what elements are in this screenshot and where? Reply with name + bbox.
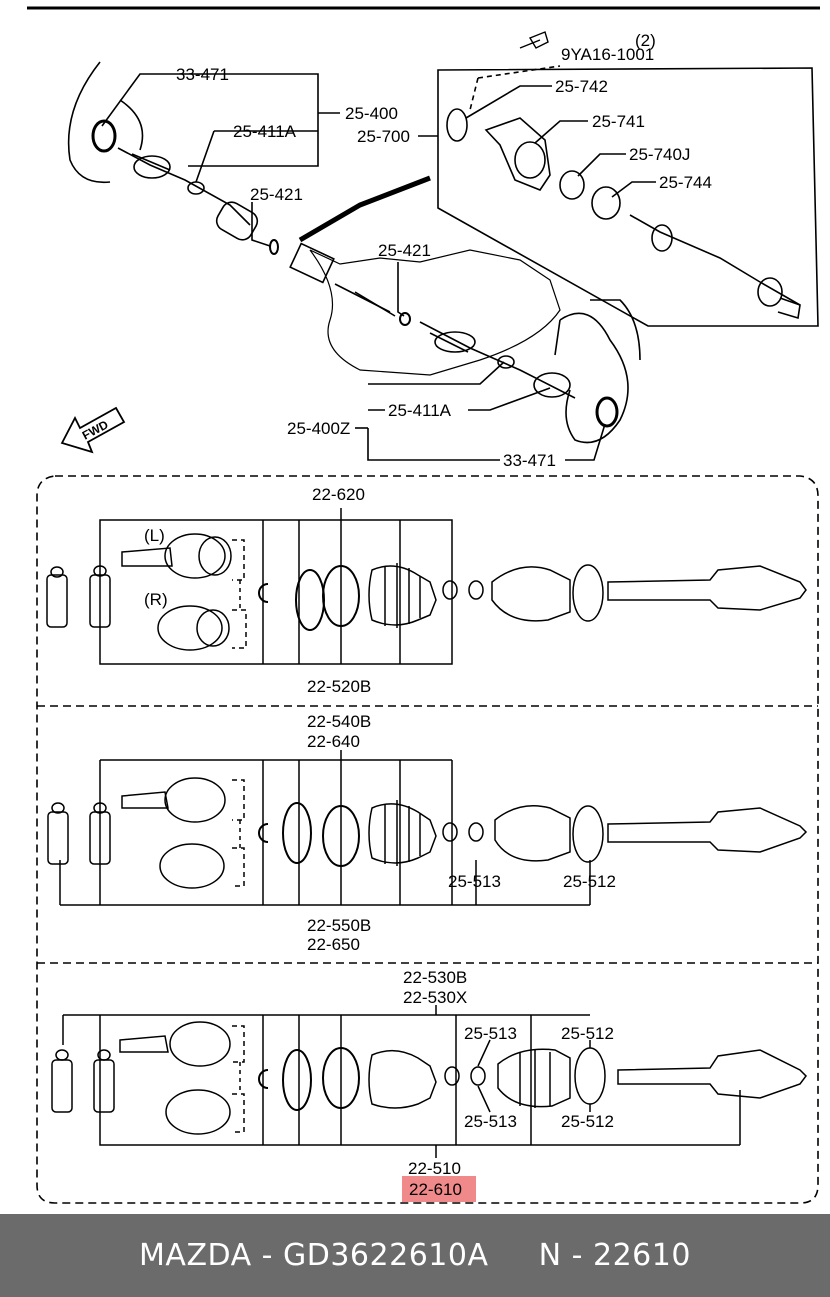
transaxle-outline: [309, 249, 561, 376]
highlight-box: [402, 1176, 476, 1202]
fwd-arrow-icon: [60, 406, 126, 454]
bearing-bracket: [289, 242, 335, 284]
top-assembly: [60, 31, 819, 461]
footer-brand: MAZDA: [139, 1238, 252, 1273]
label-22-610: 22-610: [409, 1180, 462, 1199]
label-25-744: 25-744: [659, 173, 712, 192]
label-25-411a-bot: 25-411A: [388, 401, 452, 420]
label-22-650: 22-650: [307, 935, 360, 954]
oil-seal-right: [595, 396, 619, 428]
label-25-740j: 25-740J: [629, 145, 690, 164]
section-frames: [36, 475, 819, 1204]
label-22-540b: 22-540B: [307, 712, 371, 731]
seal-25744: [591, 186, 621, 220]
kit-bracket-1: [99, 519, 453, 665]
snap-ring-25742: [446, 108, 468, 142]
bracket-25741: [484, 117, 551, 191]
bearing-inset-box: [437, 67, 819, 327]
label-22-530b: 22-530B: [403, 968, 467, 987]
label-25-513: 25-513: [448, 872, 501, 891]
label-25-512-bot: 25-512: [561, 1112, 614, 1131]
label-L: (L): [144, 526, 165, 545]
inner-joint-left: [215, 201, 259, 241]
section-2-parts: [47, 750, 808, 906]
label-33-471-top: 33-471: [176, 65, 229, 84]
label-22-510: 22-510: [408, 1159, 461, 1178]
label-9ya16-1001: 9YA16-1001: [561, 45, 654, 64]
label-25-700: 25-700: [357, 127, 410, 146]
clip-25421-b: [399, 312, 411, 326]
label-25-421-a: 25-421: [250, 185, 303, 204]
left-hub-outline: [67, 61, 111, 184]
section-1-labels: 22-620 22-520B (L) (R): [144, 485, 371, 696]
label-25-512-top: 25-512: [561, 1024, 614, 1043]
label-25-400z: 25-400Z: [287, 419, 350, 438]
label-22-520b: 22-520B: [307, 677, 371, 696]
footer-gap: [488, 1238, 538, 1273]
label-22-530x: 22-530X: [403, 988, 467, 1007]
part-footer: MAZDA - GD3622610A N - 22610: [0, 1214, 830, 1297]
label-25-512: 25-512: [563, 872, 616, 891]
label-22-550b: 22-550B: [307, 916, 371, 935]
bearing-25740j: [559, 170, 585, 200]
footer-ref: N - 22610: [538, 1238, 691, 1273]
label-25-513-top: 25-513: [464, 1024, 517, 1043]
outer-dashed-frame: [36, 475, 819, 1204]
label-25-742: 25-742: [555, 77, 608, 96]
section-3-parts: [51, 1005, 807, 1158]
label-22-620: 22-620: [312, 485, 365, 504]
label-33-471-bot: 33-471: [503, 451, 556, 470]
label-25-421-b: 25-421: [378, 241, 431, 260]
oil-seal-left: [91, 119, 117, 153]
label-2: (2): [635, 31, 656, 50]
clip-25421-a: [269, 239, 279, 255]
section-1-parts: [46, 508, 807, 665]
label-25-513-bot: 25-513: [464, 1112, 517, 1131]
label-25-411a-top: 25-411A: [233, 122, 297, 141]
section-2-labels: 22-540B 22-640 25-513 25-512 22-550B 22-…: [307, 712, 616, 954]
footer-sep: -: [251, 1238, 283, 1273]
top-labels: 33-471 25-400 25-411A 25-421 25-421 25-7…: [80, 31, 712, 470]
label-25-741: 25-741: [592, 112, 645, 131]
label-R: (R): [144, 590, 168, 609]
label-25-400: 25-400: [345, 104, 398, 123]
footer-part-number: GD3622610A: [283, 1238, 489, 1273]
section-3-labels: 22-530B 22-530X 25-513 25-512 25-513 25-…: [402, 968, 614, 1202]
label-22-640: 22-640: [307, 732, 360, 751]
